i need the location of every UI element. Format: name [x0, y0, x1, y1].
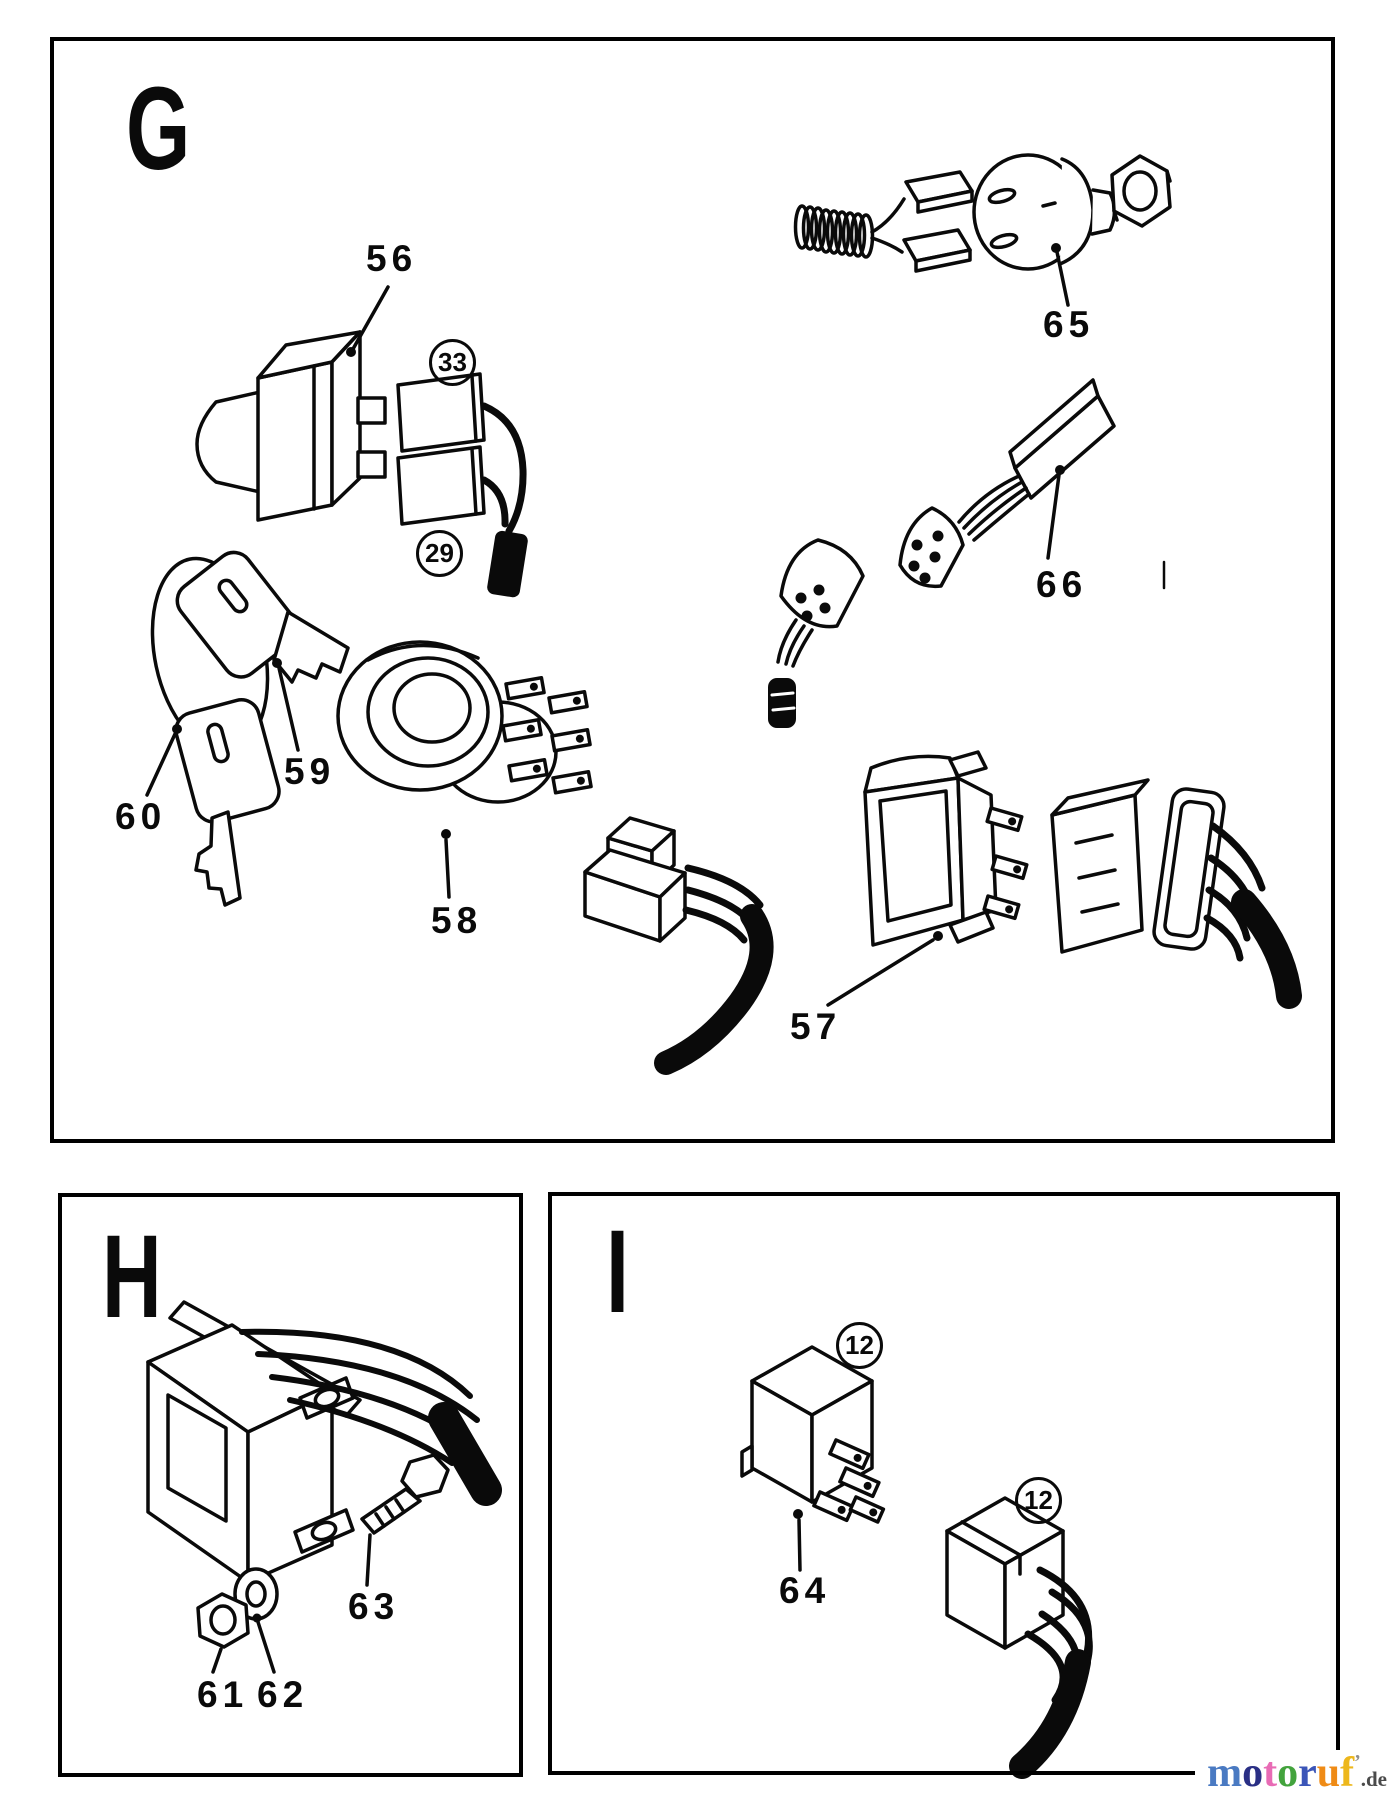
logo-letter: m — [1207, 1750, 1243, 1796]
circled-ref-33: 33 — [429, 339, 476, 386]
motoruf-logo-letters: motoruf’ — [1207, 1750, 1361, 1796]
section-g-letter: G — [126, 63, 191, 195]
relay-harness-drawing — [945, 1496, 1093, 1779]
connector-3wire-drawing — [583, 816, 774, 1075]
part-label-62: 62 — [257, 1674, 309, 1715]
section-g-panel — [50, 37, 1335, 1143]
section-i-letter: I — [606, 1206, 629, 1338]
circled-ref-12-relay-b: 12 — [1015, 1477, 1062, 1524]
part-label-57: 57 — [790, 1006, 842, 1047]
part-label-59: 59 — [284, 751, 336, 792]
part-66-drawing — [768, 378, 1116, 728]
keys-59-60-drawing — [145, 550, 350, 907]
section-h-letter: H — [102, 1211, 162, 1343]
logo-letter: o — [1277, 1750, 1299, 1796]
part-57-drawing — [826, 750, 1029, 1007]
part-64-drawing — [740, 1345, 886, 1572]
logo-letter: u — [1316, 1750, 1341, 1796]
section-i-panel — [548, 1192, 1340, 1775]
part-label-66: 66 — [1036, 564, 1088, 605]
part-label-65: 65 — [1043, 304, 1095, 345]
logo-letter: r — [1298, 1750, 1317, 1796]
part-h-regulator-drawing — [146, 1300, 502, 1674]
circled-ref-12b-text: 12 — [1024, 1485, 1053, 1515]
part-label-63: 63 — [348, 1586, 400, 1627]
motoruf-logo-suffix: .de — [1360, 1767, 1387, 1791]
logo-letter: ’ — [1354, 1751, 1361, 1773]
motoruf-logo[interactable]: motoruf’.de — [1195, 1750, 1389, 1796]
part-label-56: 56 — [366, 238, 418, 279]
logo-letter: t — [1263, 1750, 1278, 1796]
section-h-panel — [58, 1193, 523, 1777]
part-label-64: 64 — [779, 1570, 831, 1611]
part-label-60: 60 — [115, 796, 167, 837]
circled-ref-29: 29 — [416, 530, 463, 577]
logo-letter: o — [1242, 1750, 1264, 1796]
part-65-drawing — [793, 153, 1172, 307]
connector-57-mate-drawing — [1050, 778, 1302, 1009]
circled-ref-12a-text: 12 — [845, 1330, 874, 1360]
part-58-drawing — [336, 640, 593, 899]
logo-letter: f — [1340, 1750, 1355, 1796]
part-56-drawing — [195, 285, 528, 598]
circled-ref-29-text: 29 — [425, 538, 454, 568]
part-label-61: 61 — [197, 1674, 249, 1715]
circled-ref-12-relay-a: 12 — [836, 1322, 883, 1369]
circled-ref-33-text: 33 — [438, 347, 467, 377]
part-label-58: 58 — [431, 900, 483, 941]
